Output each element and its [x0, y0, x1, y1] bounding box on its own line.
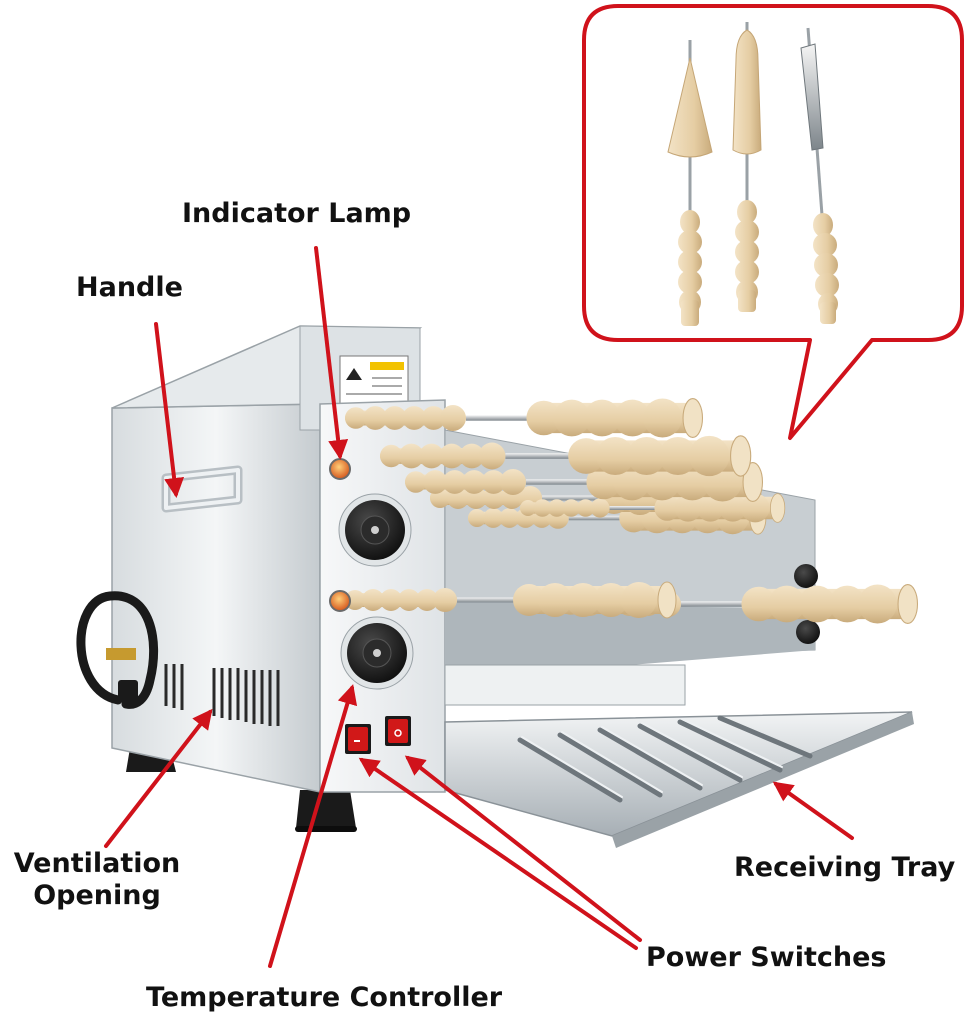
- receiving-tray-label: Receiving Tray: [734, 852, 956, 883]
- arrow-switch-left: [358, 757, 638, 950]
- temperature-knob-upper[interactable]: [338, 493, 412, 567]
- side-panel: [111, 403, 321, 793]
- arrow-ventilation: [104, 708, 213, 848]
- callout-bubble: [582, 4, 964, 440]
- power-switch-left[interactable]: [345, 724, 371, 754]
- receiving-tray: [444, 711, 914, 848]
- indicator-lamp-label: Indicator Lamp: [182, 198, 412, 229]
- skewer-cone-large: [667, 40, 713, 326]
- handle: [161, 465, 243, 513]
- handle-label: Handle: [76, 272, 183, 303]
- power-switches-label: Power Switches: [646, 942, 887, 973]
- warning-sticker: [339, 355, 409, 407]
- ventilation-label-line2: Opening: [33, 880, 161, 912]
- ventilation-slots: [164, 664, 280, 726]
- power-cord: [76, 591, 159, 709]
- indicator-lamp-upper-icon: [329, 458, 351, 480]
- rear-knob-icon: [794, 564, 818, 588]
- rear-knob-icon: [796, 620, 820, 644]
- arrow-indicator-lamp: [314, 246, 349, 460]
- temperature-controller-label: Temperature Controller: [146, 982, 503, 1013]
- ventilation-label-line1: Ventilation: [13, 848, 181, 879]
- temperature-knob-lower[interactable]: [340, 616, 414, 690]
- indicator-lamp-lower-icon: [329, 590, 351, 612]
- skewer-steel-cylinder: [800, 27, 839, 324]
- arrow-switch-right: [404, 755, 642, 942]
- arrow-temperature: [268, 684, 358, 968]
- arrow-tray: [772, 781, 854, 840]
- power-switch-right[interactable]: [385, 716, 411, 746]
- arrow-handle: [154, 322, 185, 498]
- skewer-cone-narrow: [732, 22, 762, 312]
- callout-arrows: [104, 246, 854, 968]
- ventilation-opening-label: Ventilation Opening: [4, 848, 190, 913]
